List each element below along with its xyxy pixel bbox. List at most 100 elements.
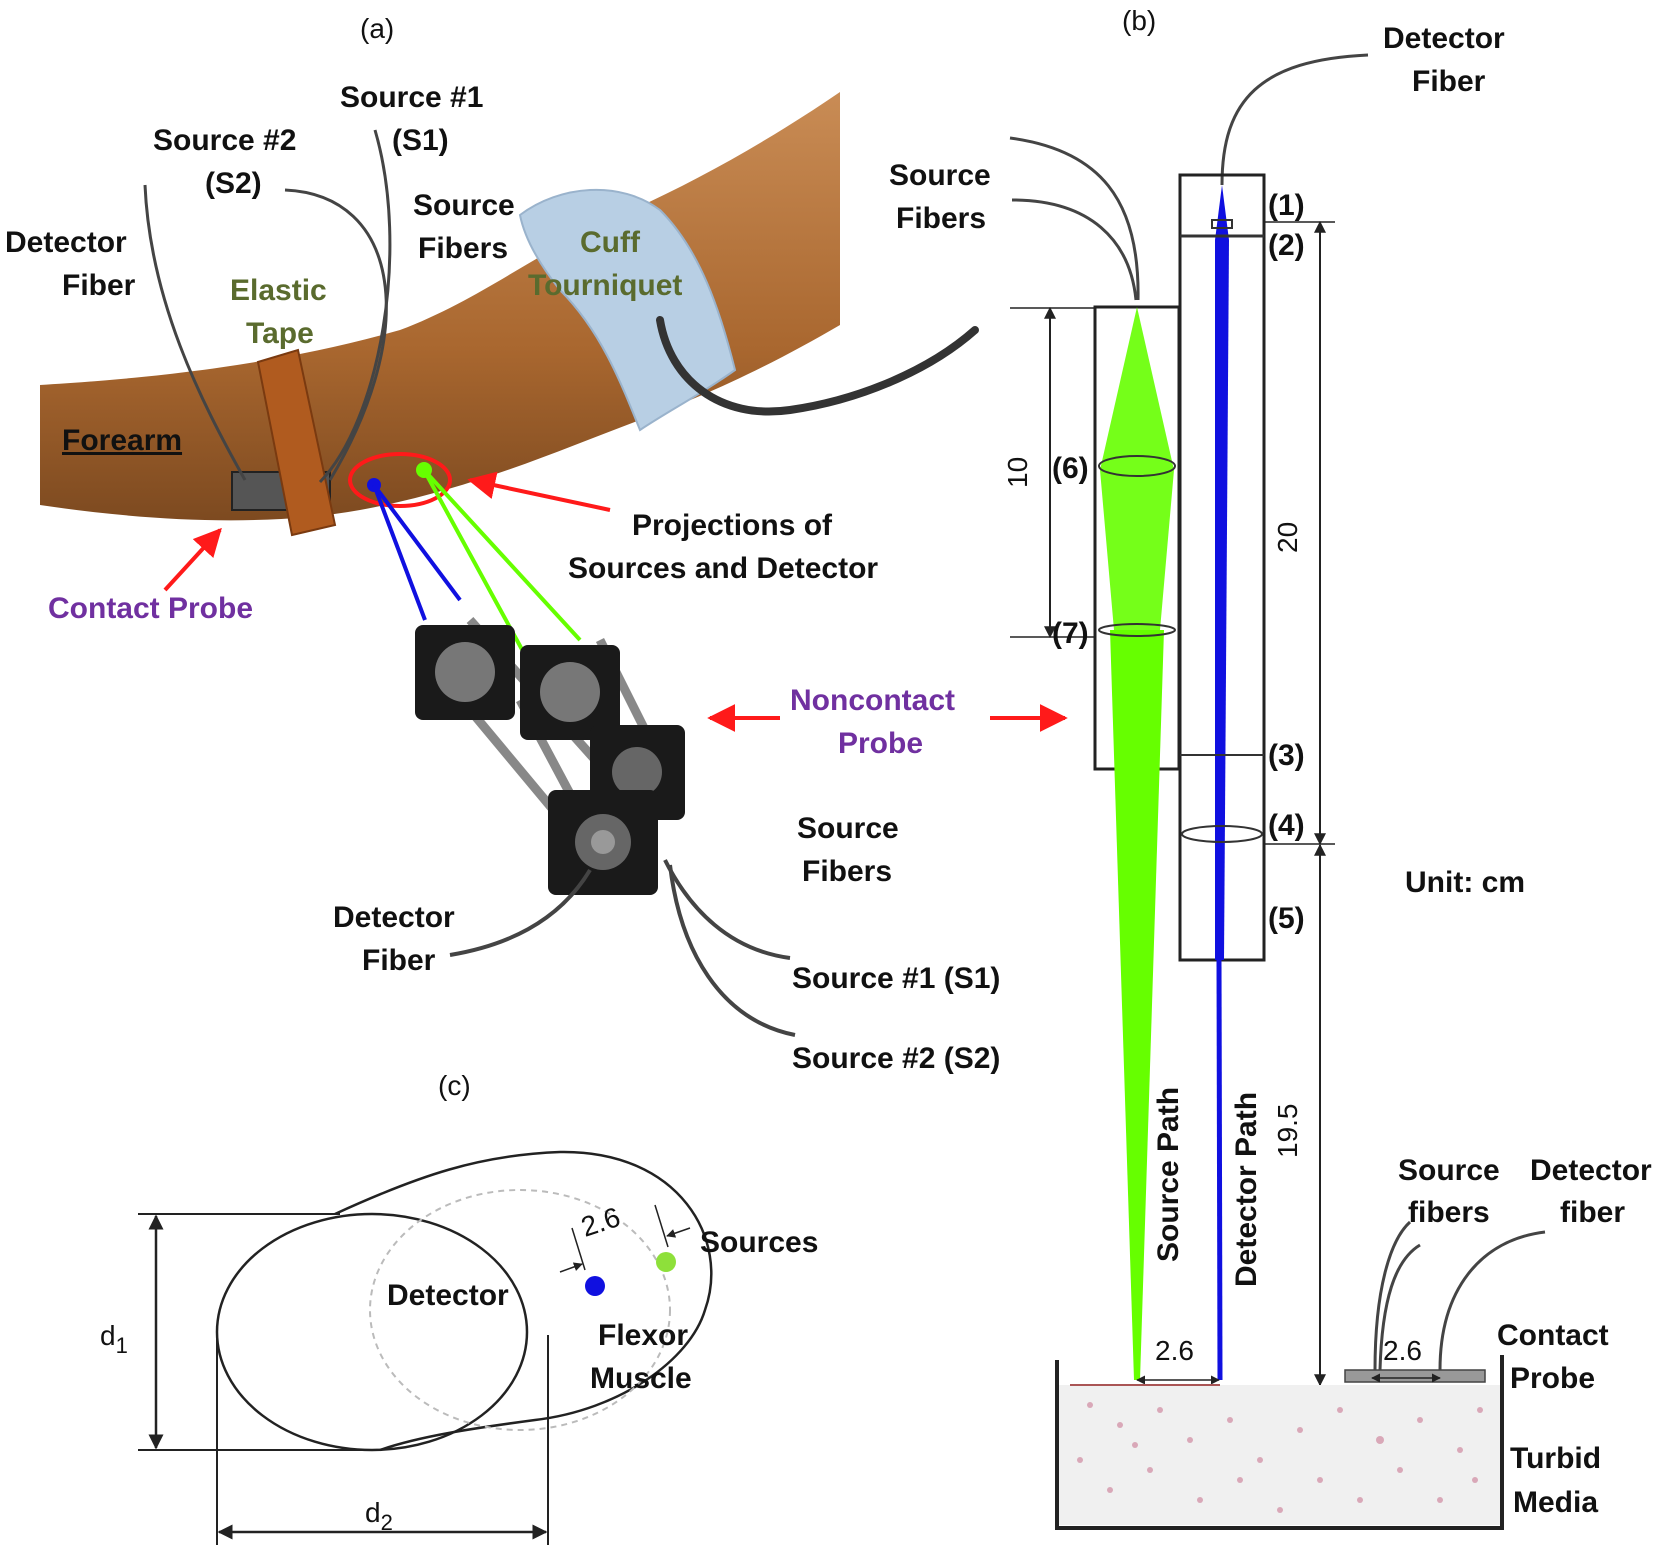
- beam-green-1: [422, 469, 527, 656]
- detector-label-c: Detector: [387, 1279, 509, 1312]
- source2-label-line2: (S2): [205, 167, 262, 200]
- source1-label-line2: (S1): [392, 124, 449, 157]
- contact-probe-b-line2: Probe: [1510, 1362, 1595, 1395]
- turbid-media-fill: [1057, 1385, 1502, 1525]
- panel-a: (a): [5, 13, 1068, 1075]
- detector-fiber-small-line1: Detector: [1530, 1154, 1652, 1187]
- panel-a-label: (a): [360, 13, 394, 44]
- source-dot-c: [656, 1252, 676, 1272]
- probe-detector-line1: Detector: [333, 901, 455, 934]
- beam-blue-2: [372, 483, 462, 602]
- marker-7: (7): [1052, 617, 1089, 650]
- contact-source-fiber: [1373, 1220, 1412, 1371]
- probe-s2-label: Source #2 (S2): [792, 1042, 1000, 1075]
- contact-probe-label: Contact Probe: [48, 592, 253, 625]
- cylinder-front-face: [215, 1212, 529, 1452]
- panel-c: (c) d1 d2 2.6 Sources Detector Flexor Mu…: [100, 1070, 818, 1545]
- contact-probe-arrow: [163, 527, 222, 592]
- elastic-tape: [256, 348, 337, 537]
- d2-subscript: 2: [381, 1510, 393, 1535]
- dim-2-6-c-label: 2.6: [577, 1201, 624, 1243]
- marker-4: (4): [1268, 809, 1305, 842]
- cuff-label-line2: Tourniquet: [528, 269, 682, 302]
- dim-2-6-b-label: 2.6: [1155, 1335, 1194, 1366]
- b-source-fibers-line1: Source: [889, 159, 991, 192]
- d2-label: d2: [365, 1497, 393, 1535]
- d1-label: d1: [100, 1320, 128, 1358]
- noncontact-label-line1: Noncontact: [790, 684, 955, 717]
- scatter-particles: [1077, 1402, 1483, 1513]
- source1-label-line1: Source #1: [340, 81, 483, 114]
- dim-2-6-c-arrow1: [559, 1262, 583, 1273]
- source-beam-lower: [1110, 630, 1164, 1380]
- element-1: [1211, 219, 1233, 229]
- dim-2-6-c-tick2: [654, 1204, 669, 1248]
- marker-1: (1): [1268, 189, 1305, 222]
- detector-fiber-a: [143, 184, 247, 481]
- contact-detector-fiber: [1438, 1230, 1546, 1371]
- source-fiber-b-1: [1009, 136, 1140, 301]
- projections-ellipse: [348, 452, 452, 508]
- unit-label: Unit: cm: [1405, 866, 1525, 899]
- beam-green-2: [422, 468, 582, 642]
- flexor-label-line2: Muscle: [590, 1362, 692, 1395]
- source-fiber-b-2: [1011, 198, 1138, 301]
- d1-subscript: 1: [116, 1333, 128, 1358]
- flexor-muscle-outline: [369, 1189, 671, 1431]
- source-fibers-label-line1: Source: [413, 189, 515, 222]
- b-detector-fiber-line2: Fiber: [1412, 65, 1486, 98]
- elastic-tape-label-line1: Elastic: [230, 274, 327, 307]
- source2-label-line1: Source #2: [153, 124, 296, 157]
- probe-s1-label: Source #1 (S1): [792, 962, 1000, 995]
- source-beam-mid: [1100, 470, 1174, 630]
- b-source-fibers-line2: Fibers: [896, 202, 986, 235]
- dim-2-6-contact-label: 2.6: [1383, 1335, 1422, 1366]
- b-detector-fiber-line1: Detector: [1383, 22, 1505, 55]
- probe-source-fibers-line1: Source: [797, 812, 899, 845]
- projections-label-line1: Projections of: [632, 509, 833, 542]
- projections-arrow: [467, 471, 611, 512]
- probe-source2-fiber: [668, 864, 796, 1037]
- probe-detector-line2: Fiber: [362, 944, 436, 977]
- marker-2: (2): [1268, 229, 1305, 262]
- turbid-tank: [1055, 1355, 1504, 1530]
- source-fibers-small-line1: Source: [1398, 1154, 1500, 1187]
- source-path-label: Source Path: [1152, 1087, 1185, 1262]
- element-4: [1181, 825, 1263, 843]
- marker-5: (5): [1268, 902, 1305, 935]
- dim-19-5-label: 19.5: [1272, 1104, 1303, 1159]
- dim-20-label: 20: [1272, 522, 1303, 553]
- contact-probe-b-line1: Contact: [1497, 1319, 1609, 1352]
- dim-2-6-c-tick1: [571, 1227, 586, 1271]
- dim-10-label: 10: [1002, 457, 1033, 488]
- source1-fiber-a: [318, 129, 392, 484]
- detector-dot-c: [585, 1276, 605, 1296]
- probe-source-fibers-line2: Fibers: [802, 855, 892, 888]
- dim-2-6-c-arrow2: [666, 1227, 691, 1238]
- beam-blue-1: [372, 484, 427, 621]
- detector-beam: [1215, 185, 1229, 960]
- d1-letter: d: [100, 1320, 116, 1351]
- turbid-label-line1: Turbid: [1510, 1442, 1601, 1475]
- source-fibers-small-line2: fibers: [1408, 1196, 1490, 1229]
- noncontact-label-line2: Probe: [838, 727, 923, 760]
- turbid-label-line2: Media: [1513, 1486, 1598, 1519]
- panel-b: (b): [889, 5, 1652, 1530]
- source-fibers-label-line2: Fibers: [418, 232, 508, 265]
- detector-fiber-small-line2: fiber: [1560, 1196, 1625, 1229]
- detector-path-label: Detector Path: [1230, 1092, 1263, 1287]
- source2-fiber-a: [284, 188, 388, 481]
- flexor-label-line1: Flexor: [598, 1319, 688, 1352]
- cylinder-body: [334, 1150, 713, 1452]
- detector-fiber-label-line2: Fiber: [62, 269, 136, 302]
- detector-fiber-label-line1: Detector: [5, 226, 127, 259]
- marker-3: (3): [1268, 739, 1305, 772]
- probe-detector-fiber: [449, 868, 592, 957]
- contact-source-fiber-2: [1378, 1243, 1421, 1371]
- projections-label-line2: Sources and Detector: [568, 552, 878, 585]
- sources-label: Sources: [700, 1226, 818, 1259]
- noncontact-probe-assembly: [415, 616, 685, 895]
- lens-6: [1098, 455, 1176, 477]
- cuff-label-line1: Cuff: [580, 226, 641, 259]
